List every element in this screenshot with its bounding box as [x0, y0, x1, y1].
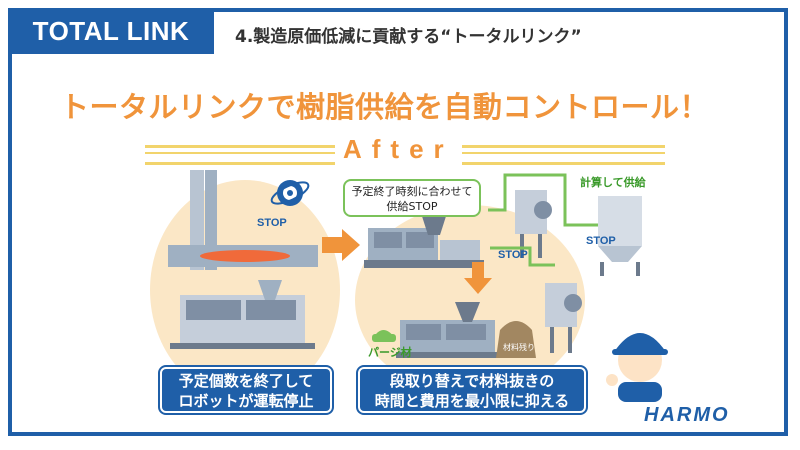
supply-silo — [598, 196, 642, 276]
molding-machine-lower — [396, 302, 501, 358]
note-line-2: 供給STOP — [386, 200, 438, 213]
stop-target-icon — [270, 180, 310, 206]
material-bag-icon — [496, 321, 536, 358]
supply-stop-note: 予定終了時刻に合わせて 供給STOP — [343, 179, 481, 217]
caption-right-line-1: 段取り替えで材料抜きの — [389, 372, 555, 390]
stop-label-right: STOP — [586, 235, 616, 247]
after-banner: After — [145, 134, 665, 165]
stop-label-left: STOP — [257, 217, 287, 229]
stop-label-center: STOP — [498, 249, 528, 261]
after-label: After — [335, 134, 462, 165]
caption-right: 段取り替えで材料抜きの 時間と費用を最小限に抑える — [358, 367, 586, 413]
note-line-1: 予定終了時刻に合わせて — [351, 185, 473, 198]
supply-pipe — [488, 173, 598, 227]
dryer-unit-bottom — [545, 283, 582, 353]
caption-left: 予定個数を終了して ロボットが運転停止 — [160, 367, 332, 413]
caption-left-line-2: ロボットが運転停止 — [178, 392, 314, 410]
robot-machine-left — [168, 170, 318, 349]
down-arrow-icon — [464, 262, 492, 294]
purge-label: パージ材 — [368, 345, 412, 359]
molding-machine-center — [364, 210, 484, 268]
mascot-character — [606, 333, 668, 402]
material-left-label: 材料残り — [503, 342, 535, 352]
headline: トータルリンクで樹脂供給を自動コントロール！ — [60, 90, 710, 124]
dryer-unit-top — [515, 190, 552, 258]
section-title: 4.製造原価低減に貢献する“トータルリンク” — [235, 27, 582, 47]
caption-right-line-2: 時間と費用を最小限に抑える — [374, 392, 570, 410]
supply-pipe-2 — [490, 246, 555, 267]
process-arrow-icon — [322, 229, 360, 261]
harmo-logo: HARMO — [644, 404, 730, 426]
caption-left-line-1: 予定個数を終了して — [178, 372, 314, 390]
calc-supply-label: 計算して供給 — [580, 175, 647, 189]
total-link-tag: TOTAL LINK — [8, 8, 214, 54]
purge-material-icon — [372, 330, 396, 342]
